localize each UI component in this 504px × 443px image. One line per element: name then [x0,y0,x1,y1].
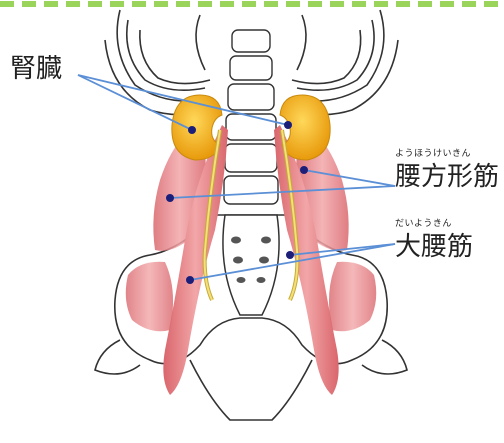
dot-quadratus-left [166,194,174,202]
label-quadratus: 腰方形筋 [395,164,499,190]
ruby-psoas: だいようきん [395,220,452,229]
label-kidney: 腎臓 [10,56,62,82]
dot-psoas-right [286,251,294,259]
dot-kidney-right [284,121,292,129]
dot-kidney-left [188,126,196,134]
kidney-left [172,95,222,160]
ruby-quadratus: ようほうけいきん [395,150,471,159]
dot-psoas-left [186,276,194,284]
dot-quadratus-right [300,166,308,174]
label-psoas: 大腰筋 [395,234,473,260]
